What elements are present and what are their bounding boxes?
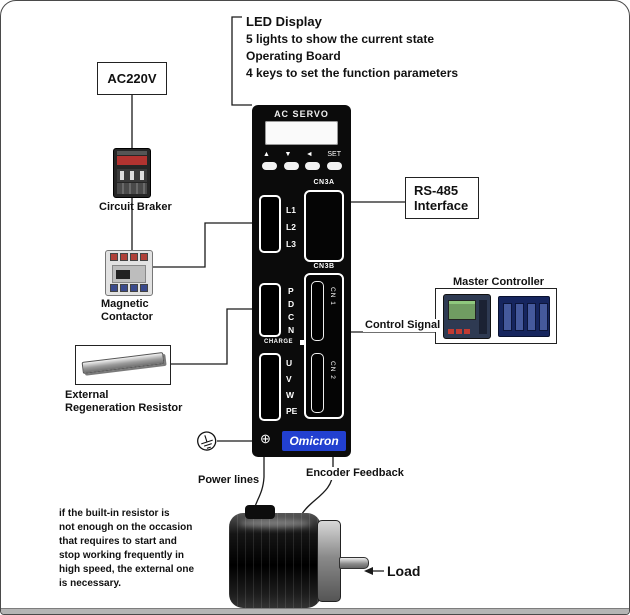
rs485-label: RS-485 Interface [414,183,469,213]
servo-drive: AC SERVO ▲ ▼ ◄ SET CN3A L1 L2 L3 CN3B CN… [252,105,351,457]
terminal-n: N [288,325,295,335]
encoder-feedback-label: Encoder Feedback [304,467,406,481]
charge-indicator [300,340,305,345]
down-key-icon: ▼ [284,151,292,158]
earth-ground-icon [197,431,217,451]
cn1-slot [311,281,324,341]
function-keys [262,162,342,170]
terminal-pe: PE [286,406,298,416]
annotation-pointer-line [231,16,252,106]
cn3b-connector: CN 1 CN 2 [304,273,344,419]
resistor-note-text: if the built-in resistor is not enough o… [59,508,195,589]
plc-device-image [498,296,550,337]
circuit-breaker-image [113,148,151,198]
operating-board-desc: 4 keys to set the function parameters [246,66,459,80]
contactor-to-drive-wire [153,222,252,268]
encoder-feedback-wire [301,457,334,515]
servo-motor-image [229,513,321,608]
motor-cable-gland [245,505,275,519]
ground-screw-icon: ⊕ [260,431,271,446]
hmi-screen [448,300,476,320]
terminal-l2: L2 [286,222,296,232]
magnetic-contactor-label: Magnetic Contactor [101,298,153,324]
master-controller-box [435,288,557,344]
charge-label: CHARGE [264,339,294,345]
brand-badge: Omicron [282,431,346,451]
up-key-icon: ▲ [263,151,270,158]
operating-board-label: Operating Board [246,49,341,63]
led-display [265,121,338,145]
terminal-p: P [288,286,294,296]
control-signal-label: Control Signal [363,319,443,333]
function-key [305,162,321,170]
cn3a-connector [304,190,344,262]
magnetic-contactor-image [105,250,153,296]
resistor-image [81,352,165,374]
led-display-desc: 5 lights to show the current state [246,32,435,46]
terminal-d: D [288,299,295,309]
cn2-label: CN 2 [329,361,336,380]
set-key-label: SET [327,151,341,158]
circuit-breaker-label: Circuit Braker [99,201,172,213]
terminal-v: V [286,374,292,384]
function-key [262,162,277,170]
function-key [326,162,342,170]
resistor-to-drive-wire [171,308,252,365]
motor-terminal-block [259,353,281,421]
left-key-icon: ◄ [305,151,313,158]
bottom-edge [1,608,629,614]
cn1-label: CN 1 [329,287,336,306]
power-lines-label: Power lines [196,474,262,488]
cn3a-label: CN3A [313,179,335,186]
ac220v-label: AC220V [107,71,157,86]
dc-terminal-block [259,283,281,337]
regeneration-resistor-box [75,345,171,385]
cn2-slot [311,353,324,413]
function-key [283,162,299,170]
terminal-l3: L3 [286,239,296,249]
external-resistor-label: External Regeneration Resistor [65,389,183,415]
power-terminal-block [259,195,281,253]
motor-shaft [339,557,369,569]
terminal-l1: L1 [286,205,296,215]
rs485-interface-box: RS-485 Interface [405,177,479,219]
keys-legend: ▲ ▼ ◄ SET [263,151,341,158]
terminal-w: W [286,390,295,400]
led-display-label: LED Display [246,14,322,29]
load-arrowhead [364,567,373,575]
drive-model-label: AC SERVO [274,109,329,119]
ac220v-box: AC220V [97,62,167,95]
motor-flange [317,520,341,602]
terminal-u: U [286,358,293,368]
load-label: Load [387,563,421,579]
terminal-c: C [288,312,295,322]
master-controller-label: Master Controller [453,276,545,288]
cn3b-label: CN3B [313,263,335,270]
hmi-device-image [443,294,491,339]
